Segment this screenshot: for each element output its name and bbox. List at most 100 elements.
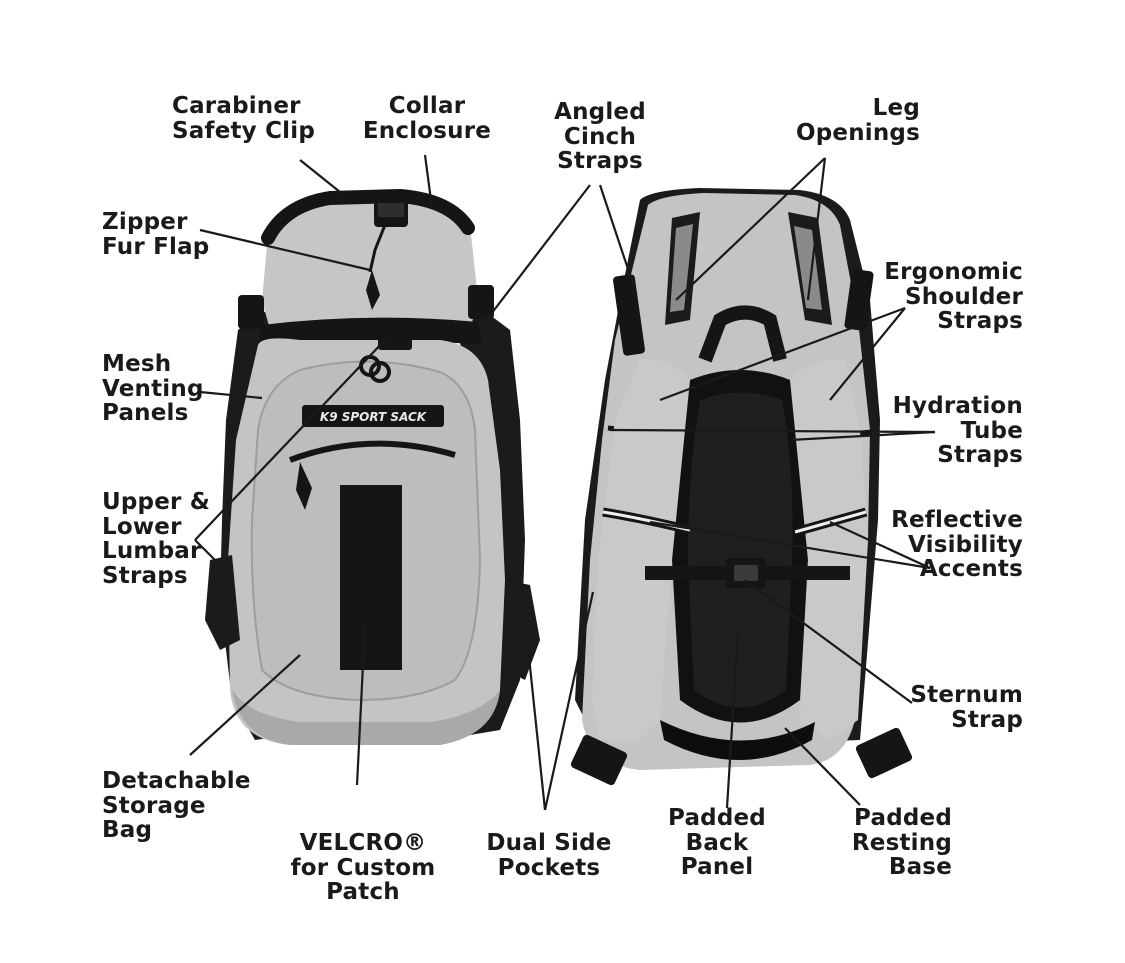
leader-dualside-left: [520, 589, 547, 811]
label-ergonomic-shoulder-straps: Ergonomic Shoulder Straps: [860, 260, 1023, 334]
leader-collar: [423, 154, 434, 209]
leader-ergonomic-left: [659, 306, 906, 402]
label-padded-resting-base: Padded Resting Base: [820, 806, 952, 880]
label-reflective-line3: Accents: [919, 556, 1023, 582]
angled-cinch-strap-right: [844, 269, 874, 331]
label-lumbar-line1: Upper &: [102, 489, 211, 515]
label-lumbar-line4: Straps: [102, 562, 188, 589]
padded-resting-base: [660, 720, 815, 760]
front-logo-badge: [302, 405, 444, 427]
label-backpanel-line2: Back: [685, 829, 749, 856]
label-ergonomic-line2: Shoulder: [904, 283, 1023, 310]
back-handle: [698, 305, 787, 363]
label-velcro-custom-patch: VELCRO® for Custom Patch: [288, 831, 438, 905]
leader-lumbar-upper: [194, 339, 386, 541]
label-ergonomic-line1: Ergonomic: [884, 259, 1023, 285]
label-mesh-line2: Venting: [102, 375, 204, 402]
label-backpanel-line3: Panel: [680, 854, 754, 880]
label-collar-enclosure: Collar Enclosure: [362, 94, 492, 143]
front-hood-top-binding: [261, 188, 475, 245]
label-sternum-strap: Sternum Strap: [880, 683, 1023, 732]
ergonomic-shoulder-strap-left: [592, 359, 690, 740]
label-storage-line3: Bag: [102, 817, 153, 843]
leader-angled-right: [598, 184, 637, 291]
label-dualside-line2: Pockets: [497, 854, 601, 881]
label-mesh-line3: Panels: [102, 400, 189, 426]
label-mesh-venting-panels: Mesh Venting Panels: [102, 352, 204, 426]
label-velcro-line3: Patch: [326, 879, 400, 905]
label-collar-line1: Collar: [388, 93, 466, 119]
ergonomic-shoulder-strap-right: [790, 359, 868, 740]
front-backpack: K9 SPORT SACK: [205, 188, 540, 745]
label-detachable-storage-bag: Detachable Storage Bag: [102, 769, 251, 843]
label-hydration-line3: Straps: [937, 442, 1023, 468]
label-angled-cinch-straps: Angled Cinch Straps: [546, 100, 654, 174]
leader-reflective-right: [829, 521, 931, 569]
label-dual-side-pockets: Dual Side Pockets: [482, 831, 616, 880]
label-sternum-line2: Strap: [951, 706, 1023, 733]
front-velcro-patch: [340, 485, 402, 670]
leader-carabiner: [299, 159, 346, 197]
label-angled-line1: Angled: [554, 99, 646, 125]
angled-cinch-strap-left: [613, 274, 645, 356]
leader-hydration-left: [609, 428, 936, 434]
label-storage-line1: Detachable: [102, 768, 251, 794]
label-lumbar-line2: Lower: [102, 513, 182, 540]
front-chest-buckle: [378, 328, 412, 350]
back-backpack: [570, 188, 913, 786]
label-hydration-line1: Hydration: [892, 393, 1023, 419]
label-collar-line2: Enclosure: [362, 117, 492, 144]
leader-lumbar-lower: [194, 539, 231, 576]
leader-sternum: [744, 579, 913, 704]
label-velcro-line2: for Custom: [290, 854, 436, 881]
label-angled-line3: Straps: [557, 148, 643, 174]
label-upper-lower-lumbar-straps: Upper & Lower Lumbar Straps: [102, 490, 210, 588]
leader-hydration-right: [789, 430, 936, 442]
leader-storage: [189, 654, 301, 756]
label-reflective-line1: Reflective: [891, 507, 1023, 533]
leader-zipper: [199, 228, 371, 272]
leader-reflective-left: [649, 520, 931, 570]
label-carabiner-line1: Carabiner: [172, 93, 301, 119]
label-zipper-fur-flap: Zipper Fur Flap: [102, 210, 209, 259]
label-carabiner-safety-clip: Carabiner Safety Clip: [172, 94, 315, 143]
leader-mesh: [199, 390, 263, 400]
front-zipper: [288, 440, 456, 463]
label-ergonomic-line3: Straps: [937, 308, 1023, 334]
label-hydration-line2: Tube: [960, 417, 1023, 444]
label-base-line2: Resting: [851, 829, 952, 856]
label-sternum-line1: Sternum: [910, 682, 1023, 708]
label-padded-back-panel: Padded Back Panel: [664, 806, 770, 880]
label-carabiner-line2: Safety Clip: [172, 117, 315, 144]
front-left-side-pocket: [205, 555, 240, 650]
label-dualside-line1: Dual Side: [486, 830, 612, 856]
label-leg-openings: Leg Openings: [760, 96, 920, 145]
leader-base: [784, 727, 861, 806]
leader-dualside-right: [543, 591, 595, 811]
front-logo-text: K9 SPORT SACK: [320, 410, 428, 424]
label-reflective-visibility-accents: Reflective Visibility Accents: [860, 508, 1023, 582]
label-mesh-line1: Mesh: [102, 351, 172, 377]
leader-angled-left: [487, 184, 591, 319]
label-leg-line1: Leg: [872, 95, 920, 121]
leader-velcro: [355, 624, 367, 786]
leader-backpanel: [725, 629, 740, 809]
leader-leg-left: [675, 157, 826, 301]
leader-ergonomic-right: [829, 307, 906, 401]
label-zipper-line2: Fur Flap: [102, 233, 210, 260]
front-right-side-pocket: [505, 580, 540, 680]
label-base-line3: Base: [888, 854, 952, 880]
label-backpanel-line1: Padded: [668, 805, 766, 831]
label-hydration-tube-straps: Hydration Tube Straps: [860, 394, 1023, 468]
label-leg-line2: Openings: [795, 119, 920, 146]
leader-lines: [189, 154, 936, 811]
label-reflective-line2: Visibility: [908, 531, 1023, 558]
label-angled-line2: Cinch: [563, 123, 637, 150]
label-base-line1: Padded: [854, 805, 952, 831]
label-storage-line2: Storage: [102, 792, 206, 819]
label-lumbar-line3: Lumbar: [102, 538, 202, 564]
label-velcro-line1: VELCRO®: [299, 830, 427, 856]
front-hood: [262, 190, 478, 330]
